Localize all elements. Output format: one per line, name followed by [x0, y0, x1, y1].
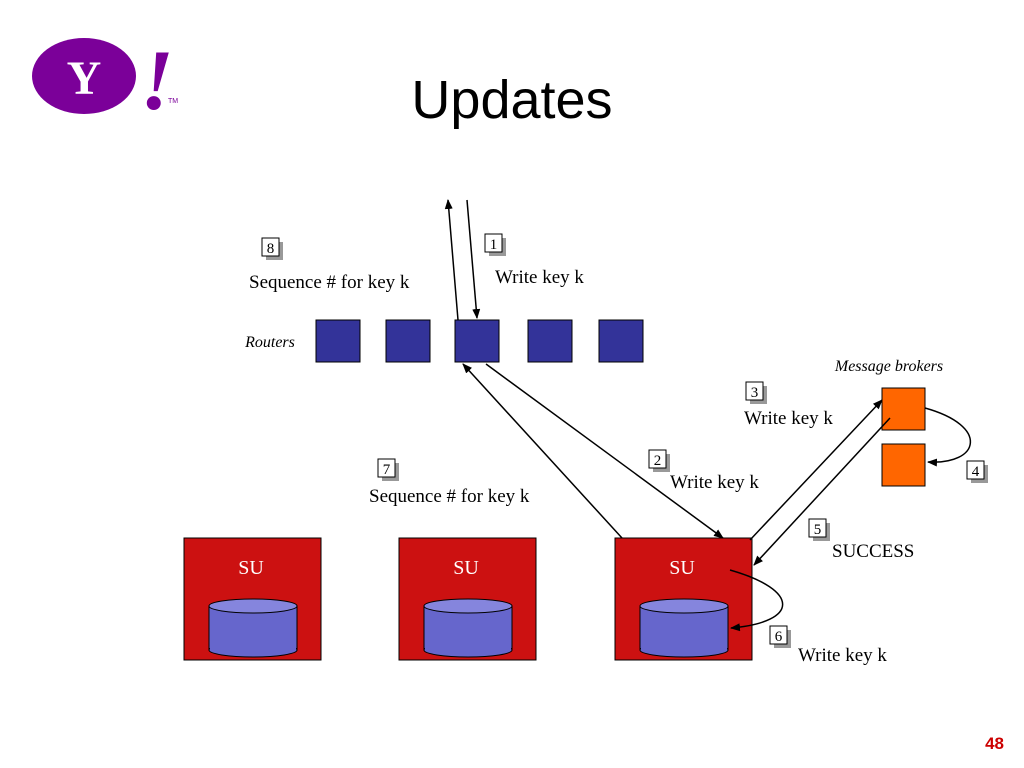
arrow-3-write — [749, 399, 883, 541]
message-brokers-label: Message brokers — [834, 358, 943, 375]
step-1-text: Write key k — [495, 267, 584, 288]
router-box — [385, 319, 431, 363]
svg-text:3: 3 — [751, 385, 759, 401]
arrow-4-broker — [924, 407, 972, 467]
step-3-text: Write key k — [744, 408, 833, 429]
arrow-2-write — [485, 363, 724, 539]
router-box — [527, 319, 573, 363]
step-7-text: Sequence # for key k — [369, 486, 530, 507]
step-badge-1: 1 — [484, 233, 506, 256]
slide-title: Updates — [411, 70, 612, 130]
svg-text:7: 7 — [383, 462, 391, 478]
router-box — [454, 319, 500, 363]
disk-icon — [423, 598, 513, 658]
router-box — [315, 319, 361, 363]
disk-icon — [208, 598, 298, 658]
storage-unit: SU — [183, 537, 322, 661]
routers-group — [315, 319, 644, 363]
yahoo-logo: Y ! TM — [32, 32, 178, 128]
logo-trademark: TM — [168, 98, 178, 105]
router-box — [598, 319, 644, 363]
page-number: 48 — [985, 734, 1004, 753]
step-badge-2: 2 — [648, 449, 670, 472]
step-badge-8: 8 — [261, 237, 283, 260]
broker-box — [881, 387, 926, 431]
step-8-text: Sequence # for key k — [249, 272, 410, 293]
step-5-text: SUCCESS — [832, 541, 914, 562]
step-6-text: Write key k — [798, 645, 887, 666]
svg-text:4: 4 — [972, 464, 980, 480]
step-badge-3: 3 — [745, 381, 767, 404]
broker-box — [881, 443, 926, 487]
storage-unit: SU — [398, 537, 537, 661]
svg-text:1: 1 — [490, 237, 498, 253]
logo-exclaim: ! — [140, 32, 173, 128]
svg-text:8: 8 — [267, 241, 275, 257]
svg-text:2: 2 — [654, 453, 662, 469]
arrow-1-write — [466, 199, 481, 319]
svg-text:5: 5 — [814, 522, 822, 538]
step-badge-5: 5 — [808, 518, 830, 541]
svg-text:6: 6 — [775, 629, 783, 645]
arrow-5-success — [753, 417, 891, 566]
arrows — [444, 199, 972, 632]
arrow-6-write — [729, 569, 784, 632]
su-label: SU — [669, 557, 695, 579]
su-label: SU — [238, 557, 264, 579]
logo-letter: Y — [67, 52, 102, 105]
disk-icon — [639, 598, 729, 658]
su-label: SU — [453, 557, 479, 579]
logo-oval — [32, 38, 136, 114]
step-badge-7: 7 — [377, 458, 399, 481]
arrow-7-sequence — [462, 363, 623, 539]
storage-unit: SU — [614, 537, 753, 661]
step-2-text: Write key k — [670, 472, 759, 493]
step-badge-4: 4 — [966, 460, 988, 483]
routers-label: Routers — [244, 334, 295, 351]
step-badge-6: 6 — [769, 625, 791, 648]
arrow-8-return — [444, 199, 459, 321]
